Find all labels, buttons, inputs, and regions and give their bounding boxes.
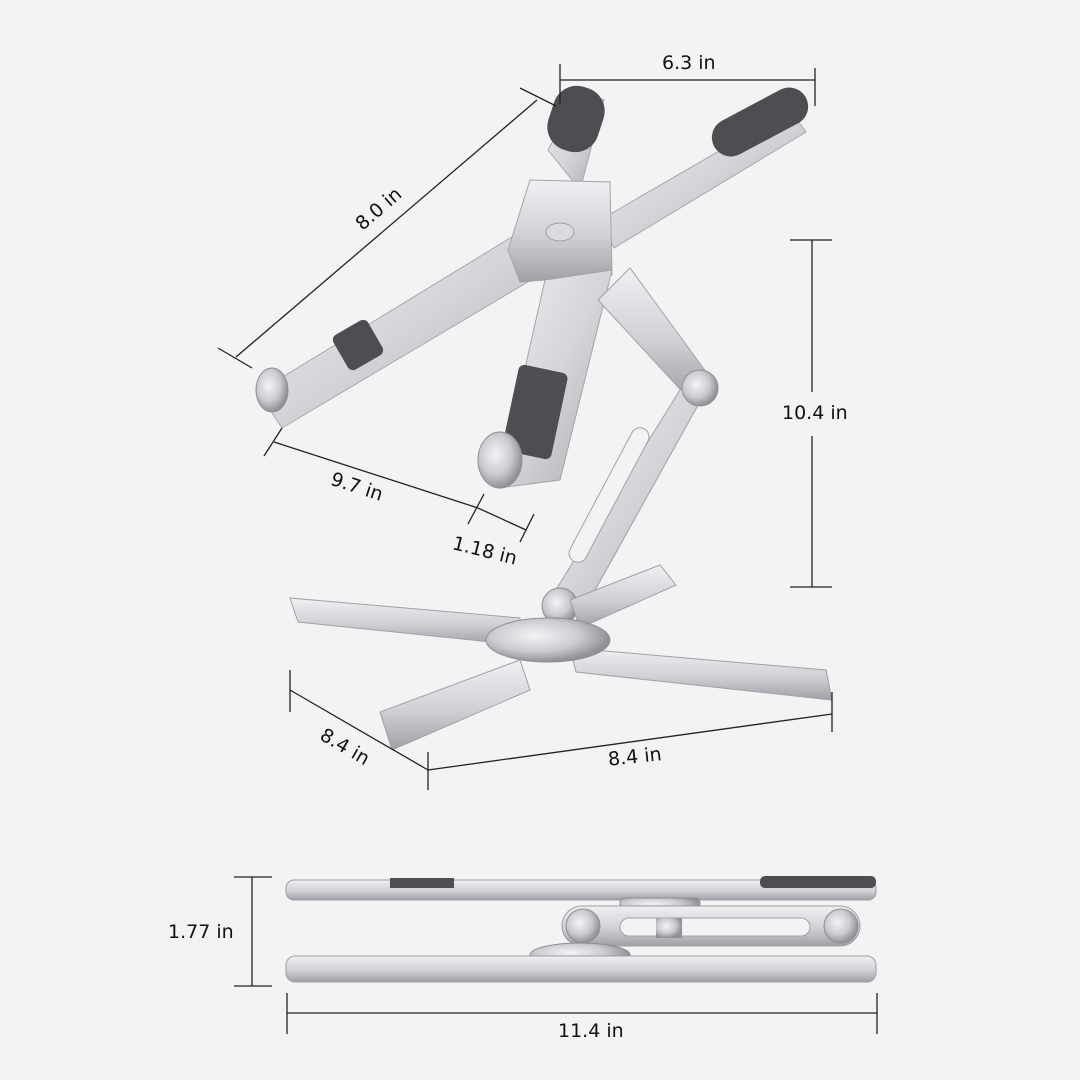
silicone-pad [711,87,809,157]
silicone-pad [760,876,876,888]
support-beam [477,269,613,489]
hinge-knob-upper [681,369,719,407]
x-base [289,564,833,751]
laptop-tray-arm-right [599,87,809,249]
center-plate [507,179,613,283]
rotating-turntable [485,617,611,663]
folded-side-view [285,876,877,983]
silicone-pad [332,319,384,371]
silicone-pad [390,878,454,888]
silicone-pad [502,364,568,460]
adjustable-arm [541,267,719,625]
laptop-tray-arm-left [255,231,549,429]
dimension-height: 10.4 in [782,402,848,424]
laptop-tray-arm-top [547,85,605,192]
dimension-top-width: 6.3 in [662,52,716,74]
front-stopper-right [477,431,523,489]
dimension-lines-folded [234,876,878,1034]
dimension-folded-length: 11.4 in [558,1020,624,1042]
dimension-lines [217,64,833,790]
silicone-pad [547,85,605,153]
dimension-folded-thickness: 1.77 in [168,921,234,943]
front-stopper-left [255,367,289,413]
